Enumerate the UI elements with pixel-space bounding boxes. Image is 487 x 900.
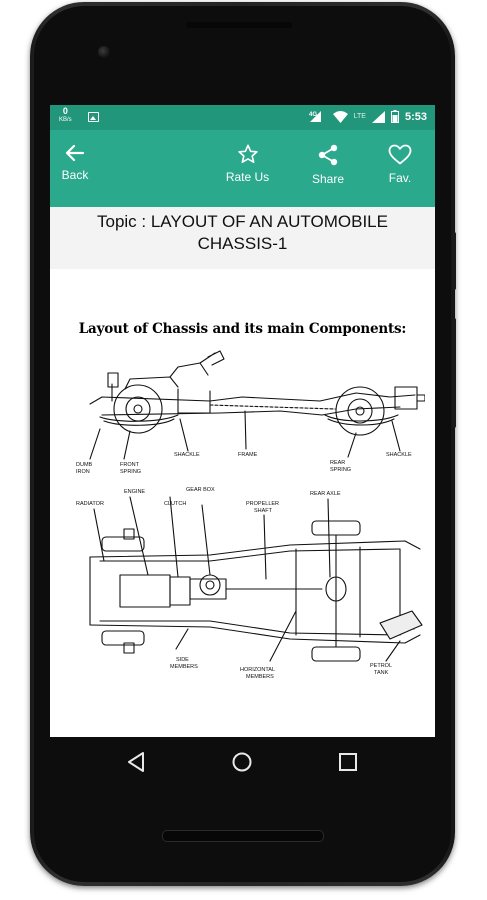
bottom-speaker bbox=[162, 830, 324, 842]
nav-home-icon[interactable] bbox=[231, 751, 253, 773]
favourite-label: Fav. bbox=[388, 171, 412, 185]
topic-header: Topic : LAYOUT OF AN AUTOMOBILE CHASSIS-… bbox=[50, 207, 435, 269]
image-notification-icon bbox=[88, 112, 99, 122]
rate-us-label: Rate Us bbox=[225, 170, 270, 184]
label-gear-box: GEAR BOX bbox=[186, 487, 215, 493]
label-petrol-tank-2: TANK bbox=[374, 670, 389, 676]
status-bar: 0 KB/s 4G LTE 5:53 bbox=[50, 105, 435, 130]
label-rear-axle: REAR AXLE bbox=[310, 491, 341, 497]
label-dumb-iron-2: IRON bbox=[76, 469, 90, 475]
topic-title-line-1: Topic : LAYOUT OF AN AUTOMOBILE bbox=[97, 212, 388, 231]
nav-back-icon[interactable] bbox=[126, 751, 146, 773]
network-speed: 0 KB/s bbox=[59, 107, 72, 125]
label-dumb-iron-1: DUMB bbox=[76, 462, 93, 468]
label-shackle-rear: SHACKLE bbox=[386, 452, 412, 458]
label-clutch: CLUTCH bbox=[164, 501, 186, 507]
share-icon bbox=[318, 144, 338, 166]
battery-icon bbox=[390, 110, 399, 123]
rate-us-button[interactable]: Rate Us bbox=[220, 144, 275, 184]
chassis-diagram: DUMB IRON FRONT SPRING SHACKLE FRAME REA… bbox=[76, 350, 425, 680]
volume-button bbox=[452, 318, 456, 428]
wifi-icon bbox=[332, 110, 348, 123]
earpiece-speaker bbox=[186, 22, 292, 28]
share-label: Share bbox=[311, 172, 345, 186]
label-front-spring-2: SPRING bbox=[120, 469, 141, 475]
label-side-members-1: SIDE bbox=[176, 657, 189, 663]
label-front-spring-1: FRONT bbox=[120, 462, 140, 468]
label-rear-spring-1: REAR bbox=[330, 460, 345, 466]
topic-title-line-2: CHASSIS-1 bbox=[197, 234, 288, 253]
clock: 5:53 bbox=[404, 110, 427, 123]
label-propeller-2: SHAFT bbox=[254, 508, 273, 514]
heart-icon bbox=[388, 144, 412, 165]
label-side-members-2: MEMBERS bbox=[170, 664, 198, 670]
app-toolbar: Back Rate Us Share Fav. bbox=[50, 130, 435, 207]
content-heading: Layout of Chassis and its main Component… bbox=[78, 321, 407, 337]
app-screen: 0 KB/s 4G LTE 5:53 bbox=[50, 105, 435, 737]
arrow-left-icon bbox=[65, 144, 85, 162]
label-petrol-tank-1: PETROL bbox=[370, 663, 392, 669]
nav-recents-icon[interactable] bbox=[338, 751, 358, 773]
svg-text:4G: 4G bbox=[309, 112, 317, 118]
label-frame: FRAME bbox=[238, 452, 258, 458]
lte-indicator: LTE bbox=[353, 113, 366, 120]
status-icons: 4G LTE 5:53 bbox=[309, 110, 427, 123]
label-horizontal-1: HORIZONTAL bbox=[240, 667, 275, 673]
speed-unit: KB/s bbox=[59, 117, 72, 123]
star-icon bbox=[237, 144, 258, 163]
back-button[interactable]: Back bbox=[60, 144, 90, 182]
power-button bbox=[452, 232, 456, 290]
signal-icon bbox=[371, 110, 385, 123]
share-button[interactable]: Share bbox=[308, 144, 348, 186]
navigation-bar bbox=[50, 737, 435, 789]
label-rear-spring-2: SPRING bbox=[330, 467, 351, 473]
label-radiator: RADIATOR bbox=[76, 501, 104, 507]
front-camera bbox=[98, 46, 110, 58]
favourite-button[interactable]: Fav. bbox=[383, 144, 417, 185]
signal-4g-icon: 4G bbox=[309, 111, 321, 122]
label-engine: ENGINE bbox=[124, 489, 145, 495]
content-area: Layout of Chassis and its main Component… bbox=[50, 269, 435, 737]
speed-value: 0 bbox=[62, 106, 68, 116]
label-shackle-front: SHACKLE bbox=[174, 452, 200, 458]
back-label: Back bbox=[61, 168, 89, 182]
label-horizontal-2: MEMBERS bbox=[246, 674, 274, 680]
label-propeller-1: PROPELLER bbox=[246, 501, 279, 507]
